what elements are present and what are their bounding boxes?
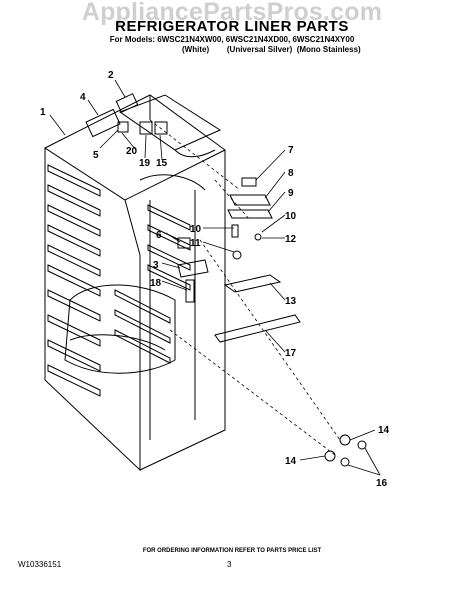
part-2-cover — [115, 93, 139, 113]
part-8-housing — [229, 194, 271, 206]
part-6-clip — [177, 237, 191, 249]
callout-6: 6 — [156, 230, 162, 241]
part-7-fastener — [241, 177, 257, 187]
part-16-screw-upper — [357, 440, 367, 450]
part-13-shelf — [223, 274, 282, 293]
callout-14b: 14 — [285, 456, 297, 467]
part-10-screw — [231, 224, 239, 238]
part-16-screw-lower — [340, 457, 350, 467]
crisper-opening — [64, 284, 176, 374]
watermark-text: AppliancePartsPros.com — [81, 0, 383, 26]
ordering-note: FOR ORDERING INFORMATION REFER TO PARTS … — [142, 548, 322, 554]
left-shelf-rails — [47, 164, 101, 397]
callout-4: 4 — [80, 92, 86, 103]
liner-left-wall — [44, 148, 141, 472]
callout-18: 18 — [150, 278, 162, 289]
callout-1: 1 — [40, 107, 46, 118]
part-9-lens — [227, 209, 273, 219]
callout-11: 11 — [190, 238, 201, 249]
callout-10a: 10 — [190, 224, 202, 235]
part-12-socket — [254, 233, 262, 241]
liner-right-wall — [139, 150, 226, 471]
page-title: REFRIGERATOR LINER PARTS — [115, 18, 349, 35]
part-15-light — [154, 121, 168, 135]
callout-2: 2 — [108, 70, 114, 81]
part-14-washer-lower — [324, 450, 336, 462]
callout-19: 19 — [139, 158, 151, 169]
document-number: W10336151 — [18, 560, 62, 569]
callout-12: 12 — [285, 234, 297, 245]
rear-shelf-rails — [114, 204, 191, 364]
callout-7: 7 — [288, 145, 294, 156]
color-variants-line: (White) (Universal Silver) (Mono Stainle… — [182, 45, 361, 54]
callout-17: 17 — [285, 348, 297, 359]
callout-15: 15 — [156, 158, 168, 169]
callout-10b: 10 — [285, 211, 297, 222]
callout-9: 9 — [288, 188, 294, 199]
part-20-switch — [117, 121, 129, 133]
part-18-sensor — [185, 279, 195, 303]
part-14-washer-upper — [339, 434, 351, 446]
callout-14a: 14 — [378, 425, 390, 436]
callout-13: 13 — [285, 296, 297, 307]
page-number: 3 — [227, 560, 232, 569]
callout-5: 5 — [93, 150, 99, 161]
part-17-cover — [214, 314, 301, 343]
callout-16: 16 — [376, 478, 388, 489]
callout-8: 8 — [288, 168, 294, 179]
part-3-bracket — [177, 259, 209, 278]
part-11-bulb — [232, 250, 242, 260]
callout-20: 20 — [126, 146, 138, 157]
models-line: For Models: 6WSC21N4XW00, 6WSC21N4XD00, … — [109, 35, 355, 44]
callout-3: 3 — [153, 260, 159, 271]
part-4-housing — [85, 108, 121, 138]
part-19-switch — [139, 121, 153, 135]
